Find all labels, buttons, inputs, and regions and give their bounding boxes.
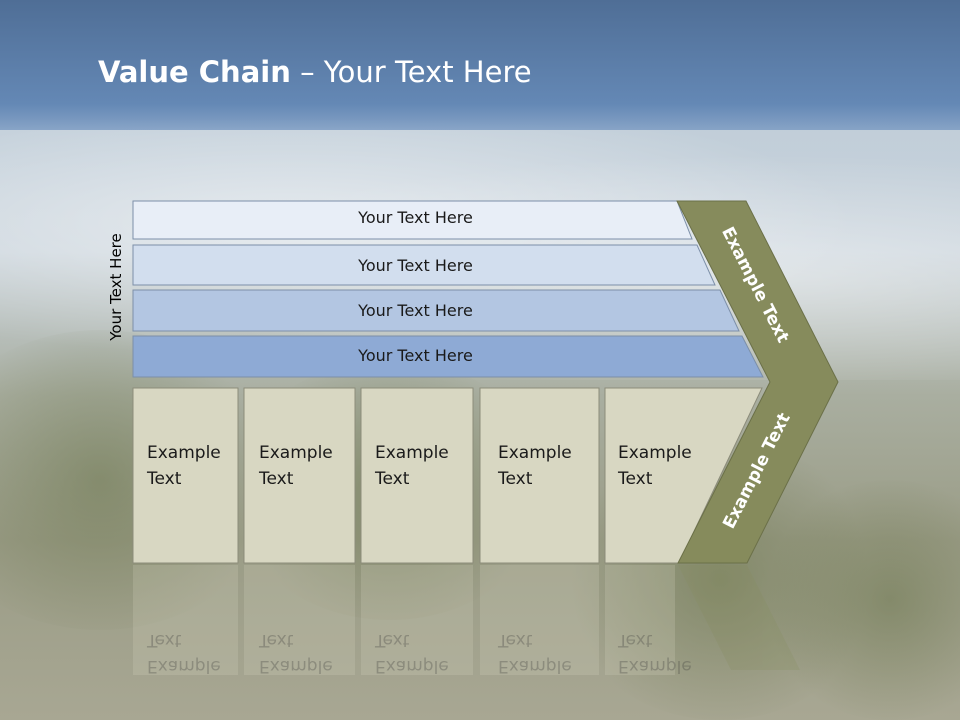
box-5-label: Example Text xyxy=(618,440,692,492)
box-5-line1: Example xyxy=(618,443,692,463)
bar-1-label: Your Text Here xyxy=(358,208,473,227)
box-2-line1: Example xyxy=(259,443,333,463)
box-3-line1: Example xyxy=(375,443,449,463)
box-3-label: Example Text xyxy=(375,440,449,492)
box-2-line2: Text xyxy=(259,469,294,489)
box-1-line1: Example xyxy=(147,443,221,463)
background-bush xyxy=(760,480,960,720)
reflection-shapes xyxy=(133,565,800,675)
bar-4-label: Your Text Here xyxy=(358,346,473,365)
bar-3-label: Your Text Here xyxy=(358,301,473,320)
bar-3 xyxy=(132,289,740,332)
bar-1 xyxy=(132,200,693,240)
box-5-line2: Text xyxy=(618,469,653,489)
box-1 xyxy=(132,387,239,564)
box-3-line2: Text xyxy=(375,469,410,489)
box-1-label: Example Text xyxy=(147,440,221,492)
box-4-line1: Example xyxy=(498,443,572,463)
title-bold: Value Chain xyxy=(98,55,291,89)
box-2-label: Example Text xyxy=(259,440,333,492)
chevron-arrow xyxy=(676,200,839,564)
box-4-line2: Text xyxy=(498,469,533,489)
box-2 xyxy=(243,387,356,564)
bar-4 xyxy=(132,335,764,378)
title-rest: – Your Text Here xyxy=(290,55,532,89)
box-4-label: Example Text xyxy=(498,440,572,492)
box-4 xyxy=(479,387,600,564)
header-band xyxy=(0,0,960,130)
bar-2-label: Your Text Here xyxy=(358,256,473,275)
box-3 xyxy=(360,387,474,564)
bar-2 xyxy=(132,244,716,286)
slide-title: Value Chain – Your Text Here xyxy=(98,55,532,89)
box-1-line2: Text xyxy=(147,469,182,489)
